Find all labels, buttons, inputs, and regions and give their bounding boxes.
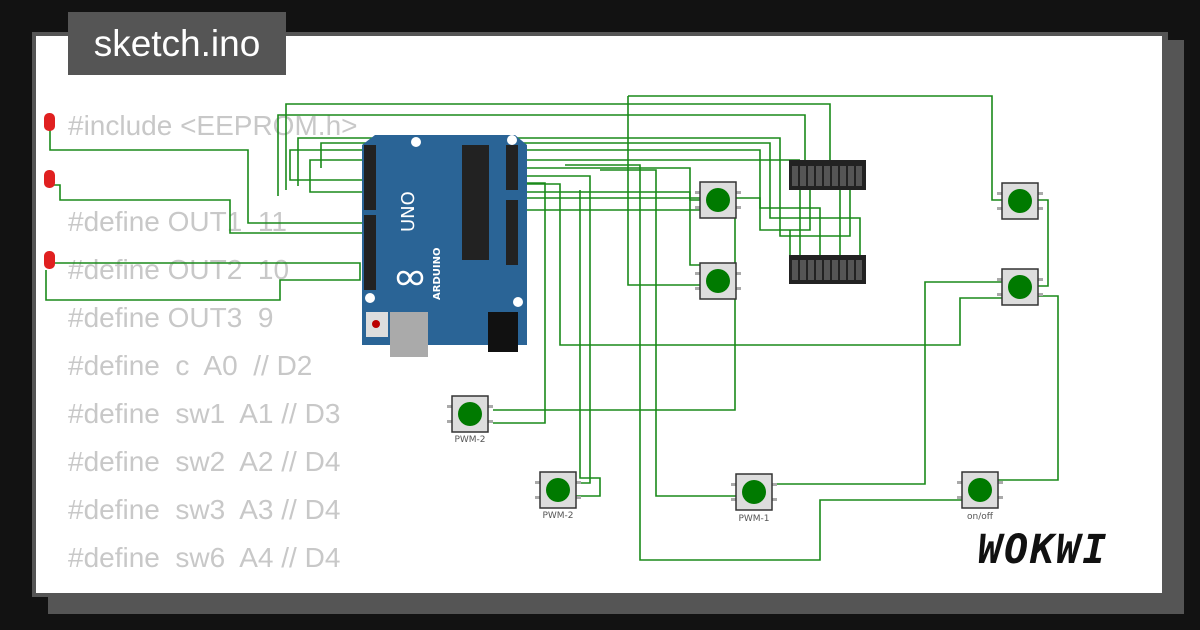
board-name: UNO xyxy=(398,191,419,232)
file-tab[interactable]: sketch.ino xyxy=(68,12,286,75)
button-label: PWM-2 xyxy=(542,511,573,521)
button-label: on/off xyxy=(967,512,994,522)
pushbutton[interactable] xyxy=(447,395,493,433)
code-line: #define sw3 A3 // D4 xyxy=(68,494,341,525)
led-icon xyxy=(44,113,55,131)
pushbutton[interactable] xyxy=(695,181,741,219)
arduino-uno: UNO ARDUINO xyxy=(362,135,527,357)
pushbutton[interactable] xyxy=(731,473,777,511)
pushbutton[interactable] xyxy=(535,471,581,509)
pushbutton[interactable] xyxy=(997,268,1043,306)
code-line: #define sw2 A2 // D4 xyxy=(68,446,341,477)
board-brand: ARDUINO xyxy=(432,248,443,300)
code-preview: #include <EEPROM.h>#define OUT1 11#defin… xyxy=(68,102,358,582)
led-icon xyxy=(44,251,55,269)
leds xyxy=(44,113,55,269)
code-line: #define OUT3 9 xyxy=(68,302,274,333)
pushbutton[interactable] xyxy=(695,262,741,300)
button-label: PWM-1 xyxy=(738,514,769,524)
pushbutton[interactable] xyxy=(997,182,1043,220)
code-line: #define OUT2 10 xyxy=(68,254,290,285)
button-label: PWM-2 xyxy=(454,435,485,445)
arduino-logo-icon xyxy=(396,270,424,286)
header-bottom xyxy=(789,255,866,284)
code-line: #define sw6 A4 // D4 xyxy=(68,542,341,573)
code-line: #define sw1 A1 // D3 xyxy=(68,398,341,429)
header-top xyxy=(789,160,866,190)
wokwi-logo: WOKWI xyxy=(978,527,1109,573)
code-line: #define c A0 // D2 xyxy=(68,350,313,381)
code-line: #include <EEPROM.h> xyxy=(68,110,358,141)
led-icon xyxy=(44,170,55,188)
pushbutton[interactable] xyxy=(957,471,1003,509)
wires xyxy=(45,95,1059,561)
